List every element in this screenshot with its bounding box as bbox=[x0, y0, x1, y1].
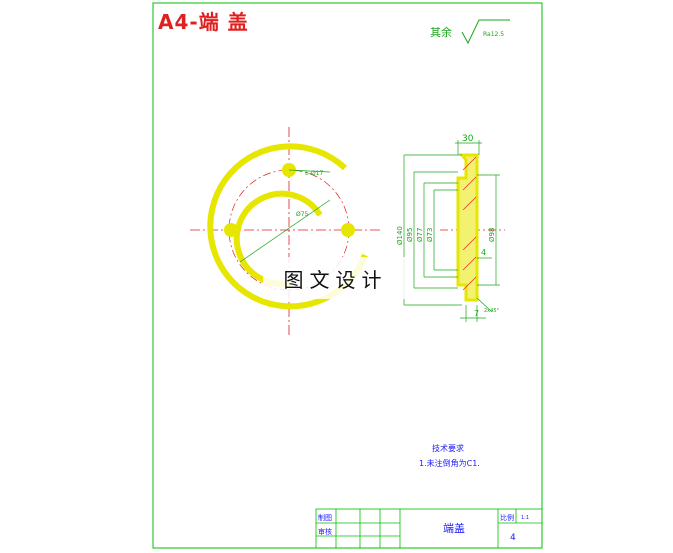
bolt-hole-left bbox=[224, 223, 238, 237]
front-view bbox=[190, 127, 380, 335]
title-block-scale-label: 比例 bbox=[500, 513, 514, 522]
dim-d-outer: Ø140 bbox=[396, 226, 404, 245]
inner-ring bbox=[233, 190, 323, 287]
dim-d3: Ø77 bbox=[416, 228, 424, 242]
pitch-circle-dim: Ø75 bbox=[296, 211, 309, 218]
dim-d2: Ø95 bbox=[406, 228, 414, 242]
title-block-scale-value: 1:1 bbox=[521, 515, 529, 521]
title-block-drawn-label: 制图 bbox=[318, 513, 332, 522]
drawing-title: A4-端 盖 bbox=[158, 10, 249, 34]
dim-d-bore: Ø98 bbox=[488, 228, 496, 242]
outer-ring bbox=[207, 143, 368, 310]
hole-leader bbox=[288, 169, 331, 173]
watermark: 图文设计 bbox=[263, 257, 408, 299]
section-hatch bbox=[462, 156, 477, 291]
section-body bbox=[456, 153, 479, 302]
bolt-hole-dim: 6-Ø17 bbox=[305, 170, 324, 177]
roughness-label: 其余 bbox=[430, 26, 452, 39]
dim-step: 4 bbox=[481, 248, 486, 257]
roughness-symbol bbox=[461, 19, 510, 45]
dim-d4: Ø73 bbox=[426, 228, 434, 242]
dim-thickness-bottom: 7 bbox=[474, 309, 479, 318]
title-block-part-name: 端盖 bbox=[443, 521, 465, 535]
roughness-value: Ra12.5 bbox=[483, 31, 504, 38]
title-block bbox=[315, 508, 543, 549]
dim-width-top: 30 bbox=[462, 134, 474, 144]
title-block-quantity: 4 bbox=[510, 533, 516, 543]
tech-requirements-heading: 技术要求 bbox=[432, 444, 464, 453]
tech-requirements-item: 1.未注倒角为C1. bbox=[419, 459, 480, 468]
title-block-checked-label: 审核 bbox=[318, 527, 332, 536]
dim-chamfer: 2x45° bbox=[484, 308, 500, 314]
pitch-dim-line bbox=[239, 199, 331, 263]
bolt-hole-right bbox=[341, 223, 355, 237]
